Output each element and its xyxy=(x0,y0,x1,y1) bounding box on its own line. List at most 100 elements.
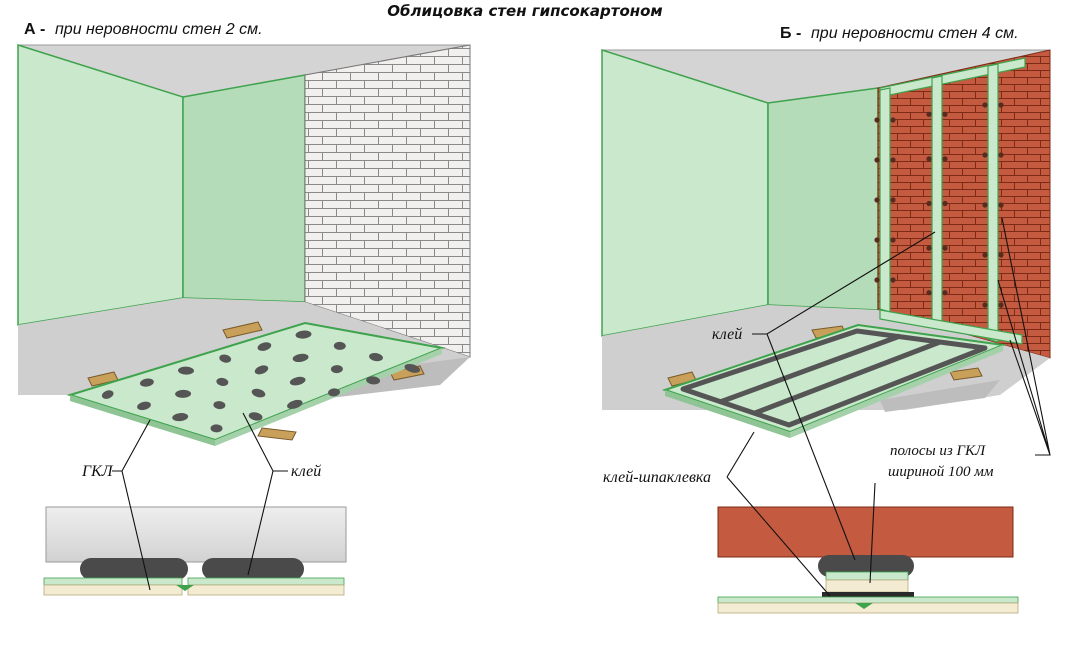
leader-glue-a xyxy=(242,412,288,576)
glue-dot xyxy=(998,202,1004,208)
variant-a-prefix: А - xyxy=(24,21,45,38)
glue-blob xyxy=(216,377,229,386)
glue-dot xyxy=(942,200,948,207)
glue-blob xyxy=(139,378,154,387)
room-a-brick-wall xyxy=(304,44,471,358)
glue-dot xyxy=(874,117,880,123)
section-a-gkl-face xyxy=(187,577,345,586)
glue-dot xyxy=(926,290,932,296)
glue-blob xyxy=(369,353,383,362)
section-b-putty xyxy=(822,592,914,597)
room-a-back-wall xyxy=(182,74,306,303)
gkl-strip-vertical xyxy=(987,63,999,343)
glue-dot xyxy=(926,156,932,162)
glue-blob xyxy=(213,401,226,410)
gkl-strip-vertical xyxy=(879,87,891,313)
leader-strips xyxy=(997,217,1051,456)
section-a-joint xyxy=(176,585,194,591)
label-glue-a: клей xyxy=(291,463,321,480)
label-gkl: ГКЛ xyxy=(81,463,114,480)
glue-dot xyxy=(982,102,988,108)
glue-blob xyxy=(251,388,266,398)
glue-dot xyxy=(890,237,896,243)
glue-line xyxy=(754,339,941,416)
glue-dot xyxy=(890,117,896,123)
glue-dot xyxy=(942,245,948,251)
glue-dot xyxy=(982,202,988,208)
glue-dot xyxy=(998,252,1004,258)
glue-dot xyxy=(890,157,896,163)
variant-b-strips xyxy=(874,57,1026,345)
glue-dot xyxy=(890,277,896,283)
glue-blob xyxy=(137,401,151,411)
glue-line xyxy=(719,333,901,405)
variant-b-prefix: Б - xyxy=(780,25,801,42)
diagram-title: Облицовка стен гипсокартоном xyxy=(387,2,662,20)
glue-dot xyxy=(998,102,1004,108)
glue-dot xyxy=(942,156,948,162)
section-b-brick xyxy=(717,506,1014,558)
section-a-glue-blob xyxy=(80,558,188,580)
gkl-sheet-b-edge xyxy=(665,390,790,438)
glue-blob xyxy=(366,376,381,385)
beam xyxy=(949,367,983,381)
glue-blob xyxy=(101,390,114,399)
section-a-wall xyxy=(45,506,347,563)
glue-blob xyxy=(178,366,194,375)
glue-dot xyxy=(890,197,896,203)
glue-blob xyxy=(328,388,340,397)
glue-dots xyxy=(874,102,1004,308)
glue-blob xyxy=(219,354,232,363)
section-b-glue xyxy=(818,555,914,577)
variant-a-beams xyxy=(87,321,425,441)
room-b-floor-shadow xyxy=(880,380,1000,412)
glue-blob xyxy=(330,365,343,374)
leader-strips-section xyxy=(869,482,876,584)
label-strips-line1: полосы из ГКЛ xyxy=(890,443,986,459)
glue-blob xyxy=(257,342,272,351)
section-a-glue-blob xyxy=(202,558,304,580)
glue-blob xyxy=(175,389,192,398)
glue-blob xyxy=(254,365,269,375)
glue-dot xyxy=(926,111,932,117)
variant-b-gkl-sheet xyxy=(661,323,1007,438)
variant-b-section xyxy=(717,506,1019,614)
glue-blob xyxy=(404,363,421,373)
gkl-strip-vertical xyxy=(931,75,943,327)
glue-blob xyxy=(333,341,346,350)
glue-dot xyxy=(982,152,988,158)
glue-dot xyxy=(998,302,1004,308)
glue-dot xyxy=(982,302,988,308)
glue-blob xyxy=(172,413,189,422)
gkl-sheet-b-edge xyxy=(790,345,1003,438)
glue-dot xyxy=(874,197,880,203)
glue-blob xyxy=(289,376,306,386)
variant-a-gkl-sheet xyxy=(66,321,446,446)
variant-b-caption: при неровности стен 4 см. xyxy=(811,25,1019,42)
variant-a-caption: при неровности стен 2 см. xyxy=(55,21,263,38)
section-b-strip xyxy=(825,579,909,593)
leader-gkl xyxy=(112,419,151,591)
section-b-strip-face xyxy=(825,571,909,581)
glue-blob xyxy=(210,424,223,433)
section-a-gkl xyxy=(43,584,183,596)
room-b-brick-wall xyxy=(877,49,1051,359)
glue-perimeter xyxy=(680,328,988,428)
glue-dot xyxy=(942,111,948,117)
gkl-sheet-a-edge xyxy=(215,348,442,446)
label-putty: клей-шпаклевка xyxy=(603,469,711,486)
variant-b-room xyxy=(601,48,1051,412)
gkl-sheet-a-edge xyxy=(70,395,215,446)
glue-dot xyxy=(998,152,1004,158)
section-a-gkl-face xyxy=(43,577,183,586)
glue-dot xyxy=(982,252,988,258)
variant-a-section xyxy=(43,506,347,596)
glue-blobs xyxy=(101,330,421,433)
label-strips-line2: шириной 100 мм xyxy=(888,464,994,480)
section-b-joint xyxy=(855,603,873,609)
leader-glue-b xyxy=(752,231,936,561)
glue-blob xyxy=(248,412,263,421)
glue-blob xyxy=(295,330,312,339)
leader-putty xyxy=(726,431,831,597)
